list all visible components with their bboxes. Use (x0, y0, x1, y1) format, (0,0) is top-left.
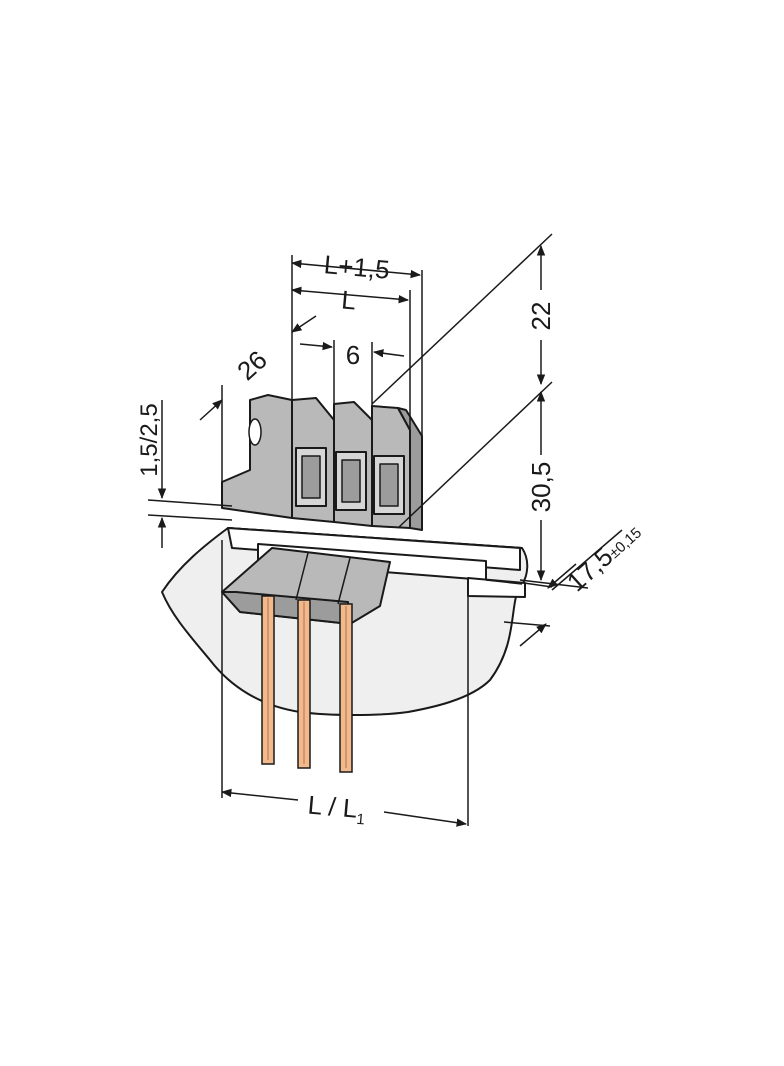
dim-height-mid: 30,5 (526, 462, 556, 513)
dim-board-thickness: 17,5±0,15 (561, 516, 647, 597)
dim-depth: 26 (231, 344, 273, 386)
dim-width-body: L (340, 284, 357, 315)
dim-pitch: 6 (346, 340, 360, 370)
terminal-housing (221, 394, 423, 531)
dim-width-total: L+1,5 (323, 249, 391, 285)
lug-hole (248, 418, 262, 446)
dim-length-sub: 1 (356, 811, 366, 829)
housing-left-flange (221, 394, 293, 519)
dim-length: L / L1 (306, 790, 367, 829)
dim-board-thickness-tolerance: ±0,15 (606, 524, 645, 562)
dim-height-top: 22 (526, 302, 556, 331)
dim-length-main: L / L (307, 790, 359, 824)
dim-pin-offset: 1,5/2,5 (136, 403, 163, 476)
dimension-lines (147, 233, 623, 827)
pins (261, 595, 353, 773)
